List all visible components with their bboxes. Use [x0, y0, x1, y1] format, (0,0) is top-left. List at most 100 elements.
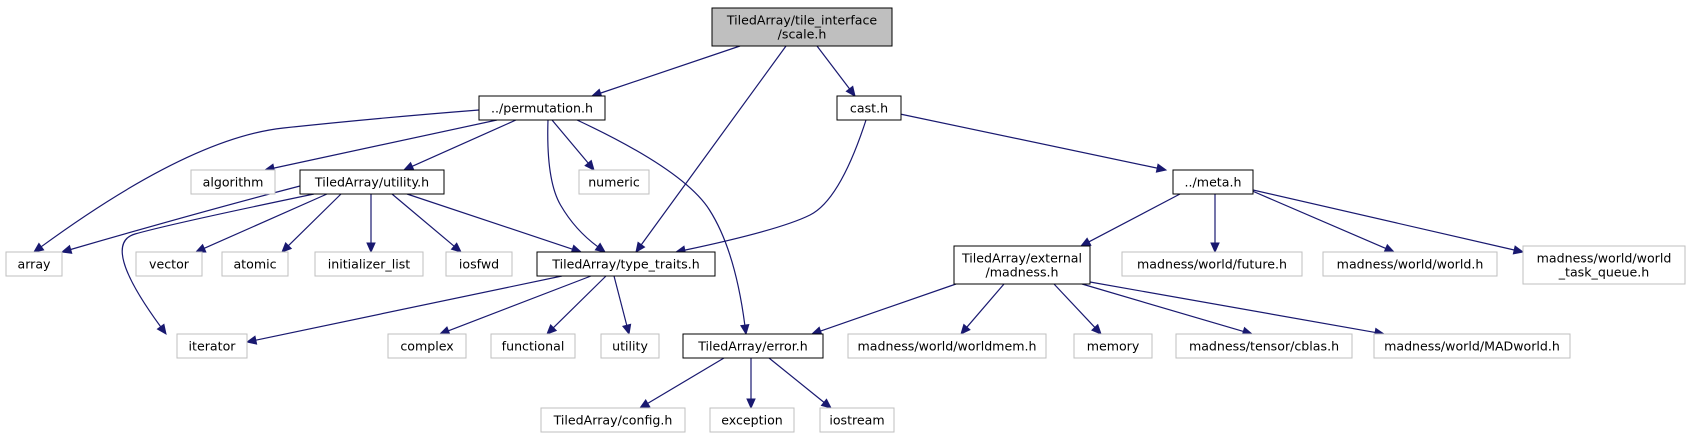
- node-algorithm: algorithm: [190, 169, 276, 195]
- edge-line: [816, 45, 851, 90]
- node-label: initializer_list: [328, 257, 411, 272]
- edge-permutation-to-array: [33, 109, 480, 253]
- node-vector: vector: [135, 251, 203, 277]
- node-box: [711, 7, 893, 47]
- node-future: madness/world/future.h: [1121, 251, 1303, 277]
- node-box: [478, 95, 606, 121]
- edge-line: [820, 283, 957, 332]
- node-box: [709, 407, 795, 433]
- nodes-layer: TiledArray/tile_interface/scale.h ../perm…: [5, 7, 1686, 433]
- node-box: [190, 169, 276, 195]
- edge-permutation-to-numeric: [551, 119, 595, 171]
- edge-utility_h-to-iosfwd: [391, 193, 462, 253]
- edge-cast-to-meta: [899, 113, 1168, 173]
- arrowhead: [60, 244, 73, 254]
- node-label: madness/world/world.h: [1337, 257, 1484, 272]
- node-label: atomic: [233, 257, 276, 272]
- node-label: functional: [502, 339, 565, 354]
- node-box: [5, 251, 63, 277]
- edge-cast-to-type_traits: [674, 119, 867, 255]
- node-box: [1175, 333, 1353, 359]
- node-label: TiledArray/config.h: [553, 413, 673, 428]
- node-cast[interactable]: cast.h: [836, 95, 902, 121]
- node-box: [176, 333, 248, 359]
- arrowhead: [194, 243, 207, 253]
- node-box: [847, 333, 1047, 359]
- edge-line: [600, 45, 741, 94]
- edge-type_traits-to-complex: [438, 275, 592, 336]
- node-memory: memory: [1073, 333, 1153, 359]
- node-iosfwd: iosfwd: [445, 251, 513, 277]
- node-permutation[interactable]: ../permutation.h: [478, 95, 606, 121]
- node-box: [540, 407, 686, 433]
- arrowhead: [366, 242, 376, 254]
- edge-permutation-to-type_traits: [547, 119, 606, 253]
- edge-error-to-config: [638, 357, 725, 409]
- node-type-traits[interactable]: TiledArray/type_traits.h: [536, 251, 716, 277]
- arrowhead: [1079, 237, 1092, 247]
- node-box: [221, 251, 289, 277]
- node-label: vector: [149, 257, 190, 272]
- node-utility-h[interactable]: TiledArray/utility.h: [299, 169, 445, 195]
- arrowhead: [1210, 242, 1220, 254]
- edge-permutation-to-algorithm: [263, 119, 498, 173]
- node-scale[interactable]: TiledArray/tile_interface/scale.h: [711, 7, 893, 47]
- node-label: TiledArray/type_traits.h: [551, 257, 699, 272]
- node-box: [953, 245, 1091, 285]
- arrowhead: [622, 323, 632, 336]
- node-label: TiledArray/tile_interface: [726, 13, 878, 28]
- arrowhead: [594, 242, 606, 253]
- edge-meta-to-world: [1249, 189, 1396, 253]
- edge-external_madness-to-memory: [1053, 283, 1102, 335]
- node-atomic: atomic: [221, 251, 289, 277]
- edge-line: [966, 283, 1005, 328]
- edge-scale-to-type_traits: [635, 45, 787, 253]
- node-label: iostream: [829, 413, 884, 428]
- edge-line: [448, 275, 592, 332]
- edge-line: [768, 357, 825, 403]
- node-meta[interactable]: ../meta.h: [1172, 169, 1254, 195]
- edge-line: [255, 275, 563, 341]
- edge-line: [1089, 281, 1376, 334]
- edge-line: [203, 193, 328, 249]
- node-iterator: iterator: [176, 333, 248, 359]
- edge-line: [273, 119, 498, 169]
- edge-line: [40, 109, 480, 248]
- edge-line: [1249, 189, 1386, 249]
- node-external-madness[interactable]: TiledArray/external/madness.h: [953, 245, 1091, 285]
- edge-line: [70, 185, 301, 251]
- node-box: [1322, 251, 1498, 277]
- node-label: madness/world/worldmem.h: [858, 339, 1037, 354]
- arrowhead: [33, 242, 45, 253]
- node-worldmem: madness/world/worldmem.h: [847, 333, 1047, 359]
- arrowhead: [245, 335, 258, 345]
- edge-line: [613, 275, 628, 326]
- edge-utility_h-to-iterator: [121, 193, 315, 335]
- edge-line: [899, 113, 1158, 169]
- edge-external_madness-to-cblas: [1081, 283, 1254, 336]
- edge-line: [551, 119, 589, 164]
- node-label: memory: [1087, 339, 1140, 354]
- edge-scale-to-cast: [816, 45, 856, 97]
- node-iostream: iostream: [819, 407, 895, 433]
- node-label: exception: [721, 413, 783, 428]
- node-box: [600, 333, 660, 359]
- edge-error-to-iostream: [768, 357, 832, 409]
- edge-external_madness-to-worldmem: [960, 283, 1005, 335]
- edge-utility_h-to-vector: [194, 193, 328, 253]
- edge-line: [547, 119, 599, 248]
- node-box: [490, 333, 576, 359]
- node-label: madness/world/future.h: [1137, 257, 1287, 272]
- edge-line: [1252, 189, 1515, 251]
- node-error[interactable]: TiledArray/error.h: [682, 333, 824, 359]
- edge-utility_h-to-array: [60, 185, 301, 254]
- node-label: utility: [612, 339, 648, 354]
- arrowhead: [740, 323, 750, 336]
- node-box: [314, 251, 424, 277]
- node-label: ../meta.h: [1185, 175, 1242, 190]
- edge-line: [411, 119, 517, 167]
- arrowhead: [1383, 243, 1396, 253]
- edge-line: [1053, 283, 1096, 328]
- node-box: [387, 333, 467, 359]
